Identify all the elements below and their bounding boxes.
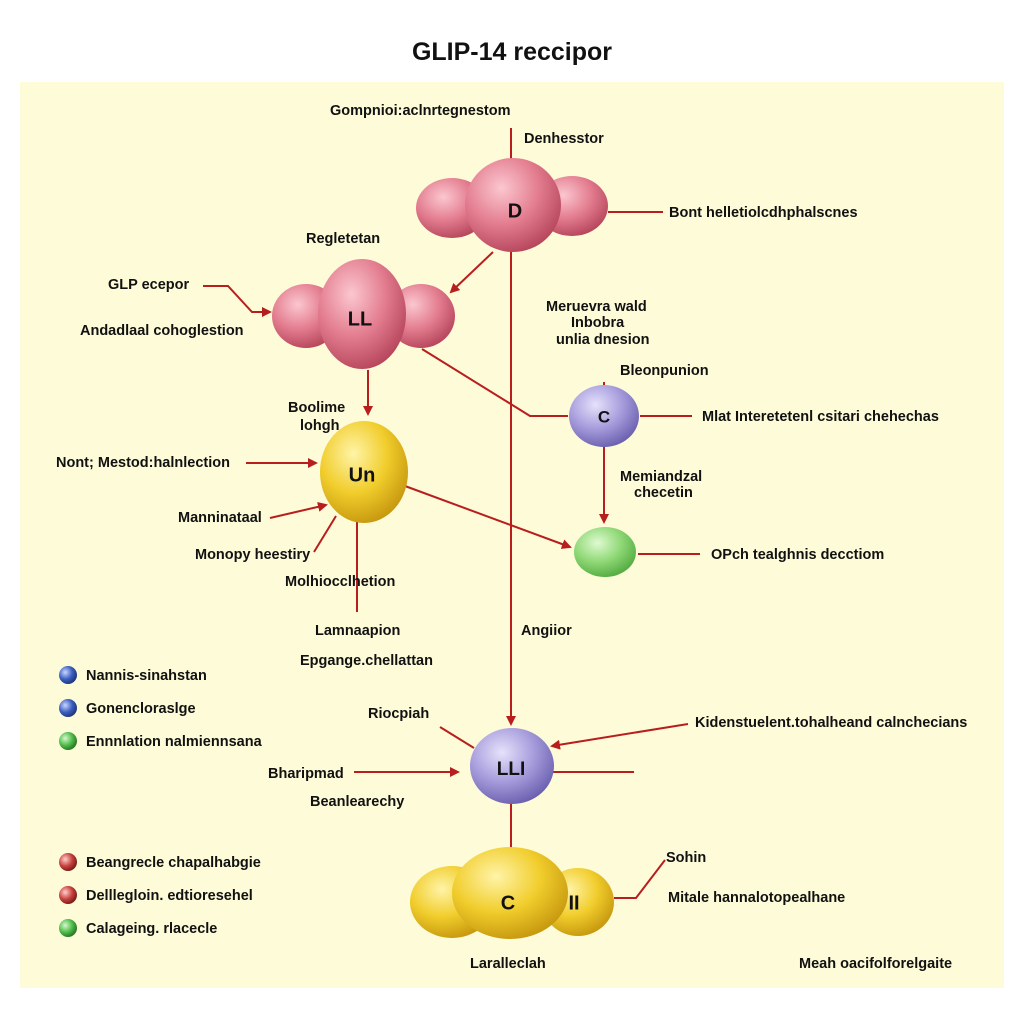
- node-d: [416, 158, 608, 252]
- label-memiandzal-1: Memiandzal: [620, 469, 702, 485]
- label-meruevra-1: Meruevra wald: [546, 299, 647, 315]
- label-mlat: Mlat Interetetenl csitari chehechas: [702, 409, 939, 425]
- label-meah: Meah oacifolforelgaite: [799, 956, 952, 972]
- label-regletetan: Regletetan: [306, 231, 380, 247]
- legend-dot: [59, 919, 77, 937]
- node-un-label: Un: [349, 464, 376, 486]
- label-sohin: Sohin: [666, 850, 706, 866]
- diagram-title: GLIP-14 reccipor: [411, 38, 613, 66]
- label-monopy: Monopy heestiry: [195, 547, 310, 563]
- node-lli-label: LLI: [497, 759, 526, 780]
- label-kidenstuelent: Kidenstuelent.tohalheand calnchecians: [695, 715, 967, 731]
- label-laminapion: Lamnaapion: [315, 623, 400, 639]
- legend-dot: [59, 732, 77, 750]
- label-meruevra-3: unlia dnesion: [556, 332, 649, 348]
- node-ll-label: LL: [348, 308, 372, 330]
- label-bharipmad: Bharipmad: [268, 766, 344, 782]
- label-epange: Epgange.chellattan: [300, 653, 433, 669]
- node-lli: [470, 728, 554, 804]
- label-bleonpunion: Bleonpunion: [620, 363, 709, 379]
- label-nont: Nont; Mestod:halnlection: [56, 455, 230, 471]
- label-laralleclah: Laralleclah: [470, 956, 546, 972]
- legend-bottom-item-1: Beangrecle chapalhabgie: [86, 855, 261, 871]
- legend-dot: [59, 666, 77, 684]
- label-andadlaal: Andadlaal cohoglestion: [80, 323, 244, 339]
- label-top-center: Gompnioi:aclnrtegnestom: [330, 103, 510, 119]
- label-bont: Bont helletiolcdhphalscnes: [669, 205, 858, 221]
- legend-top-item-3: Ennnlation nalmiennsana: [86, 734, 263, 750]
- node-ll: [272, 259, 455, 369]
- label-mitale: Mitale hannalotopealhane: [668, 890, 845, 906]
- legend-bottom-item-3: Calageing. rlacecle: [86, 921, 217, 937]
- legend-bottom: Beangrecle chapalhabgie Delllegloin. edt…: [59, 853, 261, 937]
- node-d-label: D: [508, 200, 522, 222]
- label-glp-receptor: GLP ecepor: [108, 277, 189, 293]
- legend-dot: [59, 853, 77, 871]
- legend-top-item-2: Gonencloraslge: [86, 701, 196, 717]
- legend-top-item-1: Nannis-sinahstan: [86, 668, 207, 684]
- node-c-small-label: C: [598, 407, 610, 426]
- label-meruevra-2: Inbobra: [571, 315, 625, 331]
- node-green: [574, 527, 636, 577]
- node-ii-bottom-label: II: [568, 892, 579, 914]
- node-bottom-complex: [410, 847, 614, 939]
- label-boolime-2: lohgh: [300, 418, 339, 434]
- label-boolime-1: Boolime: [288, 400, 345, 416]
- legend-dot: [59, 886, 77, 904]
- node-c-small: [569, 385, 639, 447]
- label-beanlearechy: Beanlearechy: [310, 794, 404, 810]
- node-un: [320, 421, 408, 523]
- label-riocpiah: Riocpiah: [368, 706, 429, 722]
- label-opch: OPch tealghnis decctiom: [711, 547, 884, 563]
- legend-bottom-item-2: Delllegloin. edtioresehel: [86, 888, 253, 904]
- label-denhesstor: Denhesstor: [524, 131, 604, 147]
- label-molhoc: Molhiocclhetion: [285, 574, 395, 590]
- legend-top: Nannis-sinahstan Gonencloraslge Ennnlati…: [59, 666, 263, 750]
- node-c-bottom-label: C: [501, 892, 515, 914]
- label-angiior: Angiior: [521, 623, 572, 639]
- legend-dot: [59, 699, 77, 717]
- label-manninataal: Manninataal: [178, 510, 262, 526]
- label-memiandzal-2: checetin: [634, 485, 693, 501]
